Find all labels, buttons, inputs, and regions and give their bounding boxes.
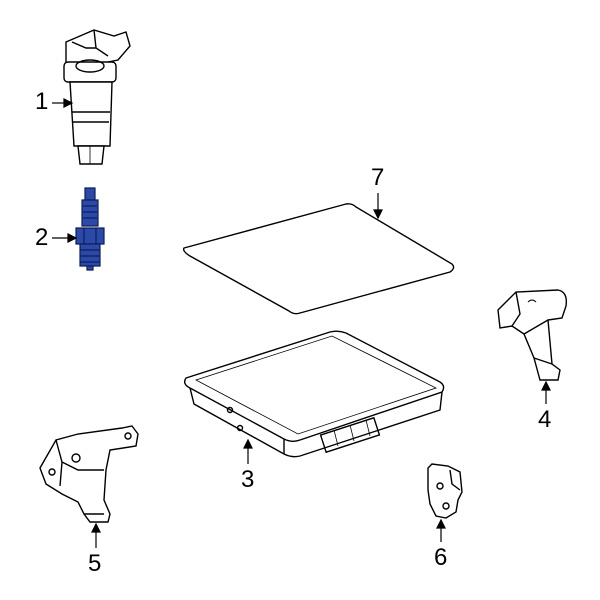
callout-2[interactable]: 2 <box>35 224 49 251</box>
arrowhead-3 <box>243 438 253 449</box>
callout-6[interactable]: 6 <box>434 544 448 571</box>
callout-1[interactable]: 1 <box>35 88 49 115</box>
module-cover-pad-drawing[interactable] <box>184 204 454 314</box>
spark-plug-drawing[interactable] <box>76 188 104 270</box>
arrowhead-2 <box>67 233 78 243</box>
module-bracket-left-drawing[interactable] <box>40 426 138 522</box>
callout-7[interactable]: 7 <box>371 164 385 191</box>
callout-5[interactable]: 5 <box>88 550 102 577</box>
arrowhead-1 <box>63 98 74 108</box>
module-bracket-clip-drawing[interactable] <box>428 464 462 518</box>
arrowhead-4 <box>541 380 551 391</box>
ignition-coil-drawing[interactable] <box>64 30 130 164</box>
module-bracket-right-drawing[interactable] <box>498 290 566 380</box>
arrowhead-5 <box>91 522 101 533</box>
arrowhead-6 <box>436 518 446 529</box>
callout-4[interactable]: 4 <box>538 406 552 433</box>
arrowhead-7 <box>373 209 383 220</box>
engine-control-module-drawing[interactable] <box>185 331 444 456</box>
callout-3[interactable]: 3 <box>241 466 255 493</box>
leader-arrows <box>52 98 551 548</box>
